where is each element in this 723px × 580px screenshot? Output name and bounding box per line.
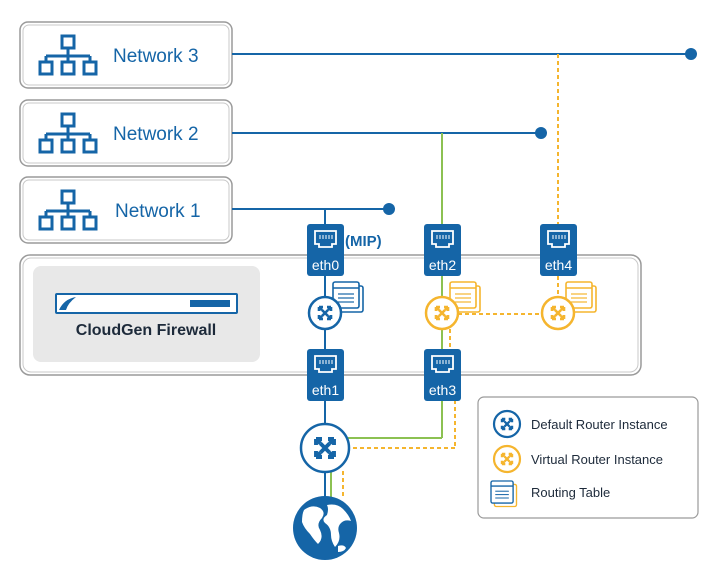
legend-routing-table: Routing Table — [490, 480, 610, 508]
port-label: eth0 — [312, 257, 339, 273]
legend-virtual-router-label: Virtual Router Instance — [531, 452, 663, 467]
network-2-label: Network 2 — [113, 124, 199, 145]
network-lines — [232, 48, 697, 215]
legend-default-router: Default Router Instance — [492, 409, 668, 439]
internet-router — [299, 422, 351, 474]
port-eth0: eth0 — [306, 223, 345, 277]
port-label: eth2 — [429, 257, 456, 273]
internet-globe-icon — [293, 496, 357, 560]
virtual-router-instance-eth4 — [540, 281, 597, 331]
port-eth3: eth3 — [423, 348, 462, 402]
port-label: eth3 — [429, 382, 456, 398]
port-eth2: eth2 — [423, 223, 462, 277]
network-3-label: Network 3 — [113, 46, 199, 67]
port-eth1: eth1 — [306, 348, 345, 402]
network-1-box: Network 1 — [19, 176, 233, 244]
connection-lines — [324, 54, 559, 498]
port-label: eth4 — [545, 257, 572, 273]
legend-default-router-label: Default Router Instance — [531, 417, 668, 432]
mip-label: (MIP) — [345, 233, 382, 250]
network-2-box: Network 2 — [19, 99, 233, 167]
firewall-appliance-icon — [55, 293, 238, 314]
virtual-router-instance-eth2 — [424, 281, 481, 331]
legend-virtual-router: Virtual Router Instance — [492, 444, 663, 474]
port-eth4: eth4 — [539, 223, 578, 277]
legend-routing-table-label: Routing Table — [531, 485, 610, 500]
network-3-box: Network 3 — [19, 21, 233, 89]
network-3-endpoint — [685, 48, 697, 60]
firewall-name: CloudGen Firewall — [76, 322, 216, 339]
legend: Default Router Instance Virtual Router I… — [477, 396, 699, 519]
network-1-endpoint — [383, 203, 395, 215]
default-router-instance — [307, 281, 364, 331]
port-label: eth1 — [312, 382, 339, 398]
network-1-label: Network 1 — [115, 201, 201, 222]
network-2-endpoint — [535, 127, 547, 139]
